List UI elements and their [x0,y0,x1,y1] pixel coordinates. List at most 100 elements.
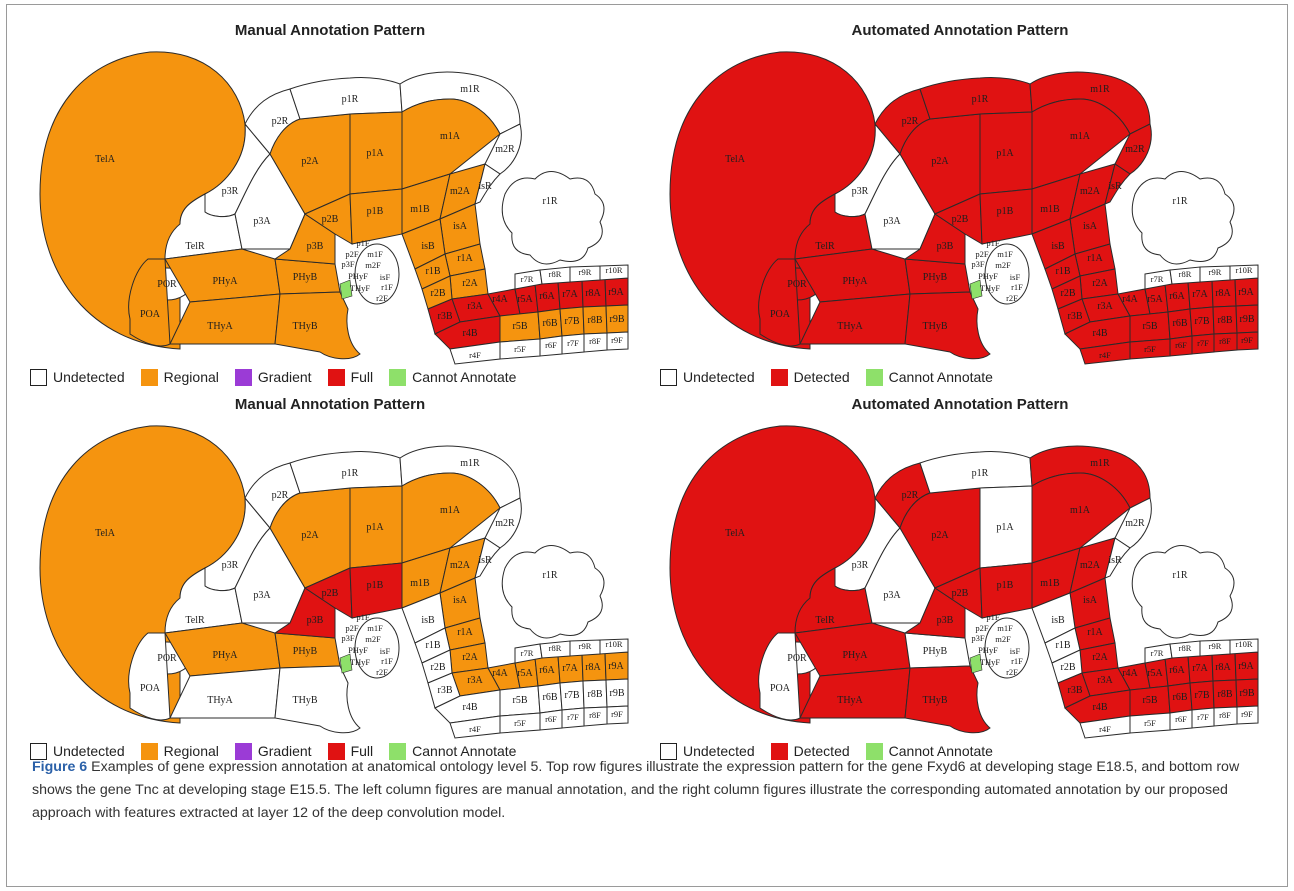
region-label-r7r: r7R [521,648,534,658]
region-label-m1r: m1R [1090,458,1110,469]
region-label-r6f: r6F [545,714,557,724]
region-label-por: POR [787,279,807,290]
region-label-tela: TelA [725,154,746,165]
region-label-phya: PHyA [842,276,868,287]
region-label-phyb: PHyB [293,646,318,657]
region-label-p2a: p2A [301,530,319,541]
region-label-r3b: r3B [438,685,453,696]
region-label-r9r: r9R [1209,267,1222,277]
region-label-r7b: r7B [565,690,580,701]
region-label-m1r: m1R [1090,84,1110,95]
region-label-r1b: r1B [1056,266,1071,277]
region-label-phyf: PHyF [978,271,998,281]
region-label-r7r: r7R [1151,274,1164,284]
region-label-poa: POA [140,309,161,320]
region-label-r9a: r9A [1238,661,1254,672]
region-label-r9a: r9A [608,661,624,672]
region-label-r3a: r3A [467,301,483,312]
region-label-phyb: PHyB [923,646,948,657]
region-r1r [1132,546,1234,639]
region-label-r1r: r1R [1173,196,1188,207]
region-label-r2f: r2F [376,667,388,677]
region-label-r7a: r7A [1192,289,1208,300]
region-label-p2f: p2F [345,623,359,633]
region-label-r5f: r5F [514,344,526,354]
region-label-p2b: p2B [952,214,969,225]
region-label-r8a: r8A [1215,662,1231,673]
region-label-p1a: p1A [996,522,1014,533]
region-label-r1b: r1B [426,640,441,651]
figure-caption: Figure 6 Examples of gene expression ann… [32,756,1262,825]
region-thya [800,668,910,718]
region-label-r3b: r3B [438,311,453,322]
region-label-m2f: m2F [995,634,1011,644]
caption-label: Figure 6 [32,759,87,775]
region-label-m2a: m2A [450,186,471,197]
region-label-poa: POA [770,309,791,320]
region-label-p2f: p2F [975,623,989,633]
region-label-r6f: r6F [545,340,557,350]
region-label-p2r: p2R [272,490,289,501]
region-label-r9a: r9A [608,287,624,298]
region-label-r9f: r9F [611,335,623,345]
region-label-r8b: r8B [1218,689,1233,700]
region-label-p3a: p3A [253,216,271,227]
region-label-r6a: r6A [539,291,555,302]
region-label-p3a: p3A [883,590,901,601]
region-label-r2b: r2B [431,288,446,299]
region-label-m1a: m1A [1070,131,1091,142]
region-label-r3a: r3A [1097,301,1113,312]
region-label-m1b: m1B [410,578,430,589]
region-label-por: POR [787,653,807,664]
region-label-p3b: p3B [307,615,324,626]
region-label-r2a: r2A [462,278,478,289]
region-label-p3f: p3F [971,633,985,643]
region-label-r7b: r7B [565,316,580,327]
region-label-p2b: p2B [322,214,339,225]
region-label-r4b: r4B [1093,702,1108,713]
region-label-r6a: r6A [539,665,555,676]
region-label-p3r: p3R [852,560,869,571]
region-label-r4f: r4F [469,350,481,360]
region-label-r8r: r8R [549,643,562,653]
region-label-phya: PHyA [842,650,868,661]
region-label-thyb: THyB [923,695,948,706]
region-label-m2r: m2R [495,144,515,155]
region-label-por: POR [157,279,177,290]
region-label-p1b: p1B [367,580,384,591]
region-label-m1a: m1A [1070,505,1091,516]
region-label-p2r: p2R [902,490,919,501]
region-label-r10r: r10R [606,639,623,649]
region-label-r3a: r3A [1097,675,1113,686]
region-label-telr: TelR [815,241,835,252]
region-label-p2f: p2F [345,249,359,259]
region-label-p1f: p1F [986,238,1000,248]
region-label-r8f: r8F [1219,710,1231,720]
region-label-r8a: r8A [585,288,601,299]
region-label-p3b: p3B [937,241,954,252]
region-label-r4f: r4F [469,724,481,734]
region-label-tela: TelA [95,528,116,539]
region-label-r3b: r3B [1068,311,1083,322]
region-label-r7a: r7A [562,663,578,674]
region-label-isa: isA [1083,595,1098,606]
region-label-r4a: r4A [1122,294,1138,305]
region-label-r1a: r1A [457,253,473,264]
region-label-r9r: r9R [579,641,592,651]
region-label-m1r: m1R [460,458,480,469]
region-label-r1r: r1R [1173,570,1188,581]
region-label-p1a: p1A [366,148,384,159]
region-thyb [275,666,360,733]
region-label-r5a: r5A [1147,294,1163,305]
brain-ontology-map: TelAp3Rp2Rp1Rm1Rm2Rp2Ap1Am1Ap3Ap2Bp1Bm1B… [30,418,630,748]
region-label-r10r: r10R [606,265,623,275]
region-label-thyf: THyF [980,283,1001,293]
region-label-thya: THyA [837,695,863,706]
region-label-r2b: r2B [1061,288,1076,299]
region-label-m2f: m2F [995,260,1011,270]
region-label-r4f: r4F [1099,724,1111,734]
region-label-r9r: r9R [1209,641,1222,651]
region-label-r9r: r9R [579,267,592,277]
region-label-p2b: p2B [322,588,339,599]
